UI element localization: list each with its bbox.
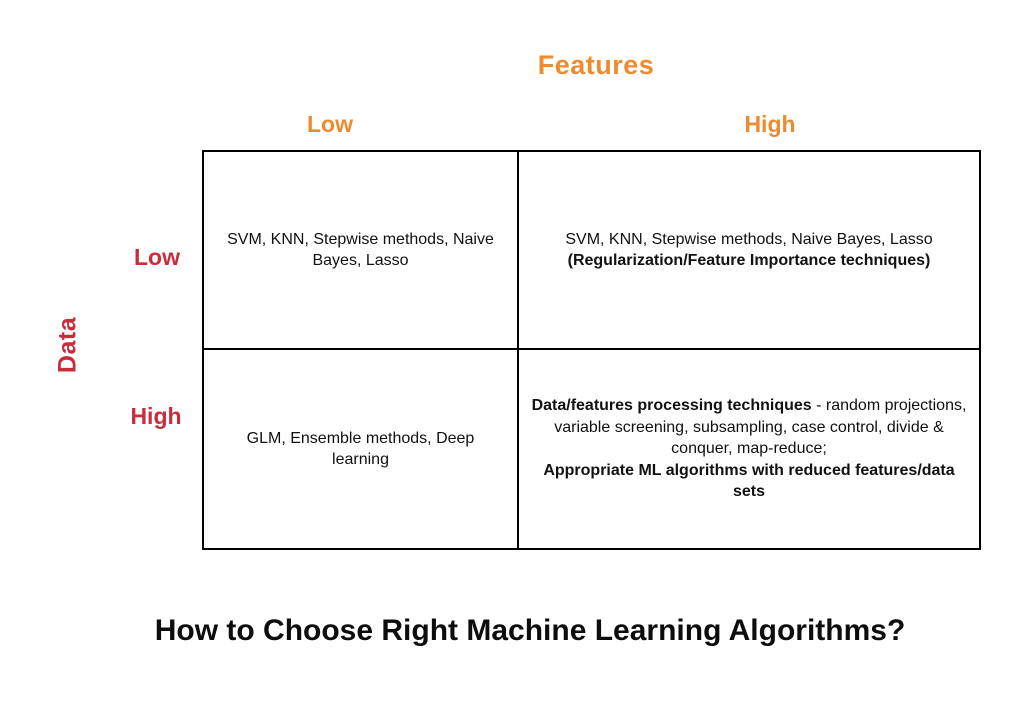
x-axis-high-label: High xyxy=(744,111,796,137)
x-axis-title: Features xyxy=(537,50,655,80)
cell-low-data-low-features-text: SVM, KNN, Stepwise methods, Naive Bayes,… xyxy=(227,230,494,270)
cell-high-data-low-features-text: GLM, Ensemble methods, Deep learning xyxy=(246,429,475,469)
cell-high-data-low-features: GLM, Ensemble methods, Deep learning xyxy=(204,350,519,548)
cell-high-data-high-features-text: Data/features processing techniques - ra… xyxy=(531,397,967,501)
x-axis-low-label: Low xyxy=(307,111,353,137)
y-axis-low-label: Low xyxy=(134,244,180,270)
cell-high-data-high-features: Data/features processing techniques - ra… xyxy=(519,350,979,548)
cell-low-data-high-features: SVM, KNN, Stepwise methods, Naive Bayes,… xyxy=(519,152,979,350)
y-axis-high-label: High xyxy=(130,403,182,429)
cell-low-data-high-features-text: SVM, KNN, Stepwise methods, Naive Bayes,… xyxy=(565,230,933,270)
y-axis-title: Data xyxy=(53,316,82,374)
cell-low-data-low-features: SVM, KNN, Stepwise methods, Naive Bayes,… xyxy=(204,152,519,350)
page-title: How to Choose Right Machine Learning Alg… xyxy=(154,614,906,647)
matrix-grid: SVM, KNN, Stepwise methods, Naive Bayes,… xyxy=(202,150,981,550)
